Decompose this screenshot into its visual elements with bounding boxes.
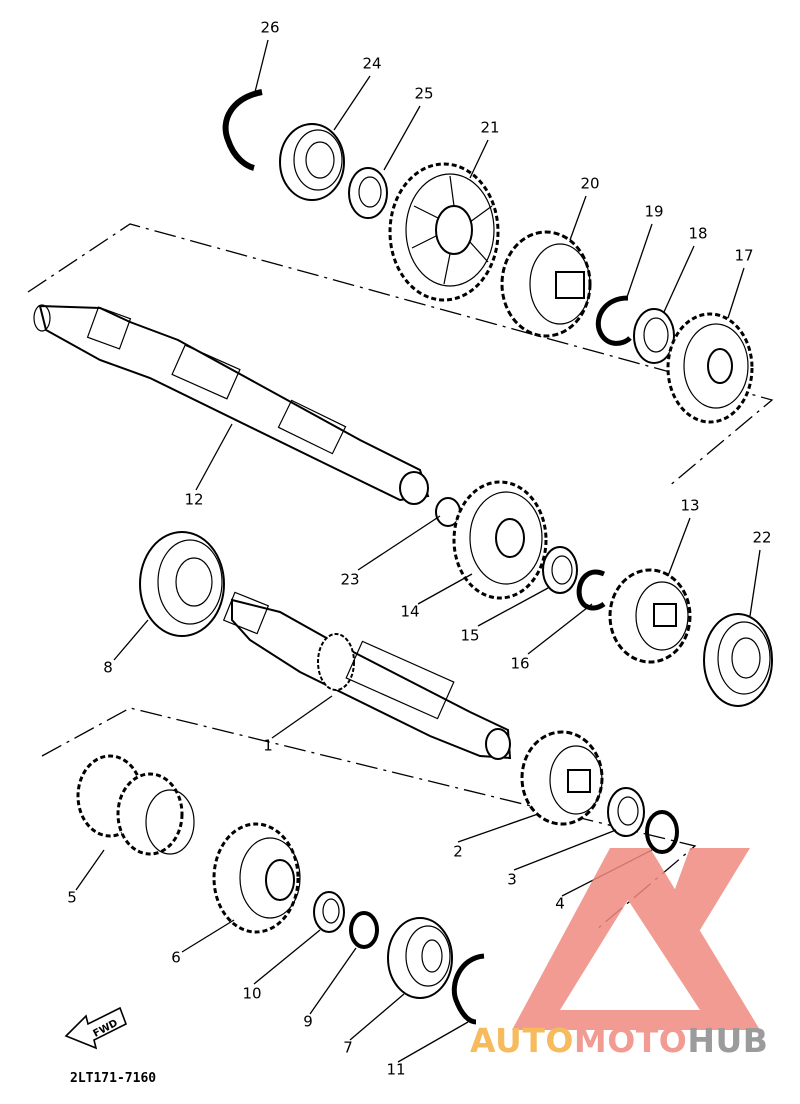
watermark-triangle-icon [512,848,760,1030]
gear-6 [212,822,301,934]
gear-14 [452,480,548,600]
callout-13: 13 [680,497,699,515]
bearing-8 [139,531,225,637]
callout-4: 4 [555,895,565,913]
washer-25 [348,167,388,219]
reference-code: 2LT171-7160 [70,1071,156,1086]
gear-20 [500,230,592,338]
circlip-26 [222,89,263,171]
watermark-g-mark-icon [660,848,750,930]
washer-10 [313,891,345,933]
callout-26: 26 [260,19,279,37]
callout-3: 3 [507,871,517,889]
callout-24: 24 [362,55,381,73]
callout-19: 19 [644,203,663,221]
callout-17: 17 [734,247,753,265]
gear-5 [76,754,195,856]
washer-15 [542,546,578,594]
washer-3 [607,787,645,837]
callout-12: 12 [184,491,203,509]
forward-arrow-icon: FWD [64,1006,128,1050]
callout-1: 1 [263,737,273,755]
washer-18 [633,308,675,364]
automotohub-watermark-logo: AUTOMOTOHUB [470,848,768,1060]
bearing-24 [279,123,345,201]
gear-2 [520,730,604,826]
circlip-4 [645,810,679,854]
callout-23: 23 [340,571,359,589]
callout-15: 15 [460,627,479,645]
upper-shaft-group-outline [27,223,774,488]
leader-lines [75,39,761,1063]
callout-labels: 26 24 25 21 20 19 18 17 12 13 22 23 14 1… [67,19,771,1079]
callout-20: 20 [580,175,599,193]
gear-13 [608,568,692,664]
callout-25: 25 [414,85,433,103]
circlip-11 [451,953,485,1025]
bearing-7 [387,917,453,999]
watermark-text: AUTOMOTOHUB [470,1021,768,1060]
callout-21: 21 [480,119,499,137]
circlip-16 [576,569,606,611]
callout-6: 6 [171,949,181,967]
main-axle-12 [33,304,430,505]
gear-21 [388,162,500,302]
callout-16: 16 [510,655,529,673]
callout-8: 8 [103,659,113,677]
callout-22: 22 [752,529,771,547]
callout-5: 5 [67,889,77,907]
watermark-hub: HUB [687,1021,768,1060]
callout-10: 10 [242,985,261,1003]
bearing-22 [703,613,773,707]
main-axle-1 [222,591,512,760]
callout-14: 14 [400,603,419,621]
gear-17 [666,312,754,424]
circlip-19 [595,295,632,346]
callout-11: 11 [386,1061,405,1079]
callout-7: 7 [343,1039,353,1057]
callout-9: 9 [303,1013,313,1031]
callout-2: 2 [453,843,463,861]
watermark-moto: MOTO [574,1021,687,1060]
watermark-auto: AUTO [470,1021,574,1060]
circlip-9 [349,911,379,949]
callout-18: 18 [688,225,707,243]
